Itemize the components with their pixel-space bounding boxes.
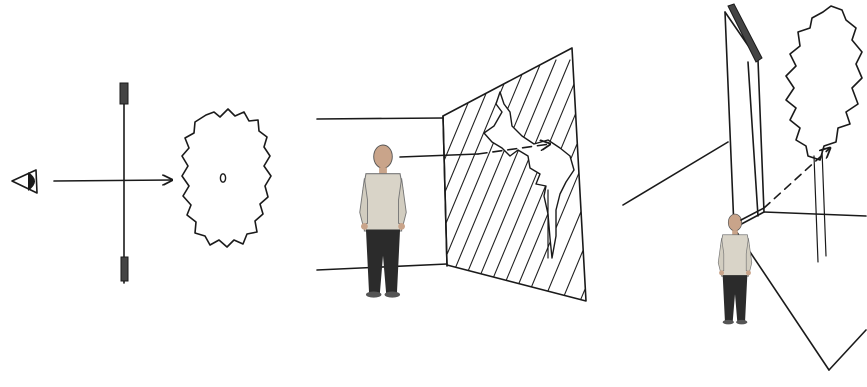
tree bbox=[786, 6, 862, 262]
eye-icon bbox=[12, 170, 37, 193]
plan-panel bbox=[12, 83, 271, 283]
hatched-wall bbox=[386, 48, 668, 330]
person bbox=[360, 145, 407, 298]
person bbox=[718, 214, 752, 324]
isometric-panel bbox=[623, 4, 866, 370]
sightline-arrow bbox=[54, 180, 172, 181]
wall-section bbox=[120, 83, 128, 283]
tree-plan bbox=[182, 109, 271, 247]
perspective-panel bbox=[317, 48, 668, 330]
